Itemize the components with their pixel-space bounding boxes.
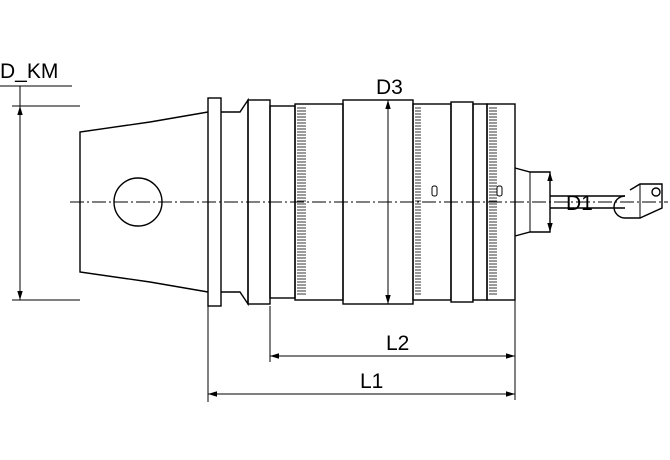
l1-label: L1: [360, 370, 383, 393]
d-km-label: D_KM: [0, 60, 58, 83]
d1-label: D1: [566, 192, 593, 215]
insert-screw-icon: [651, 187, 661, 197]
d3-label: D3: [376, 76, 403, 99]
cutter-head: [613, 183, 663, 219]
slot-1: [431, 185, 438, 197]
l2-label: L2: [386, 332, 409, 355]
slot-2: [496, 185, 503, 197]
knurl-bands: [297, 107, 497, 295]
